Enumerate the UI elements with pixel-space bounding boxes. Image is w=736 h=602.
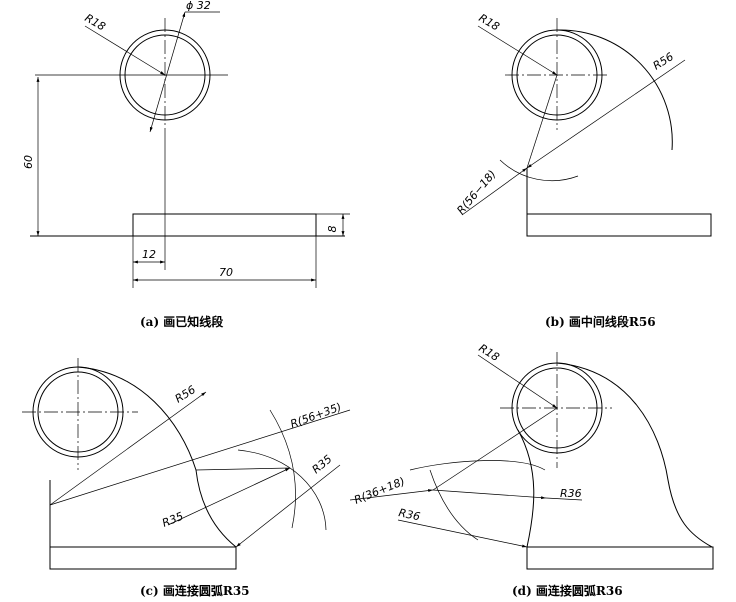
- center-connect: [195, 467, 291, 471]
- dim-70-label: 70: [219, 266, 233, 279]
- r35-label-a: R35: [160, 510, 185, 530]
- arc-r56: [556, 29, 673, 151]
- r18-leader: [477, 25, 558, 76]
- r36-18-line: [432, 407, 558, 491]
- arc-r35: [195, 469, 237, 548]
- r56-line: [526, 59, 686, 169]
- base-plate: [526, 546, 714, 570]
- arc-r56-18: [499, 159, 579, 182]
- r18-label: R18: [476, 342, 501, 364]
- dim-60-label: 60: [22, 155, 35, 169]
- r36-leader-a: [397, 519, 528, 548]
- arc-r56: [77, 366, 197, 471]
- dim-12-label: 12: [142, 248, 156, 261]
- phi32-leader: [149, 11, 186, 133]
- r36-label-a: R36: [397, 506, 421, 523]
- r56-label: R56: [173, 383, 198, 405]
- center-connect: [432, 489, 547, 500]
- panel-b: R18 R56 R(56−18) (b) 画中间线段R56: [454, 11, 712, 329]
- arc-r36-guide: [429, 469, 479, 541]
- r18-leader: [84, 25, 166, 76]
- arc-r56-35: [269, 409, 296, 529]
- phi32-label: ϕ 32: [186, 0, 211, 12]
- arc-r36: [517, 429, 535, 548]
- dim-8-label: 8: [326, 226, 339, 233]
- base-plate: [526, 213, 712, 237]
- r56-line: [49, 391, 207, 506]
- r35-leader-b: [235, 464, 341, 548]
- r36-18-label: R(36+18): [352, 475, 406, 507]
- caption-b: (b) 画中间线段R56: [545, 314, 656, 329]
- r56-18-line: [526, 74, 558, 169]
- panel-c: R56 R(56+35) R35 R35 (c) 画连接圆弧R35: [22, 358, 351, 598]
- r56-18-leader: [461, 167, 528, 216]
- caption-a: (a) 画已知线段: [140, 314, 224, 329]
- panel-d: R18 R(36+18) R36 R36 (d) 画连接圆弧R36: [349, 342, 714, 598]
- r56-35-line: [49, 409, 351, 506]
- r18-label: R18: [477, 11, 502, 33]
- r35-leader-a: [167, 467, 291, 526]
- r18-label: R18: [83, 11, 108, 33]
- r18-leader: [477, 354, 558, 409]
- arc-r35-guide: [237, 449, 327, 531]
- r36-18-leader: [349, 489, 434, 501]
- arc-r56: [556, 362, 713, 548]
- caption-d: (d) 画连接圆弧R36: [512, 583, 623, 598]
- r36-label-b: R36: [560, 487, 582, 500]
- r56-18-label: R(56−18): [454, 168, 498, 217]
- r36-leader-b: [545, 497, 583, 501]
- base-plate: [132, 213, 317, 237]
- arc-r36-18: [409, 460, 546, 471]
- caption-c: (c) 画连接圆弧R35: [140, 583, 250, 598]
- r56-35-label: R(56+35): [289, 400, 344, 430]
- base-plate: [49, 546, 237, 570]
- panel-a: 60 8 12 70 R18 ϕ 32 (a) 画已知线段: [22, 0, 350, 329]
